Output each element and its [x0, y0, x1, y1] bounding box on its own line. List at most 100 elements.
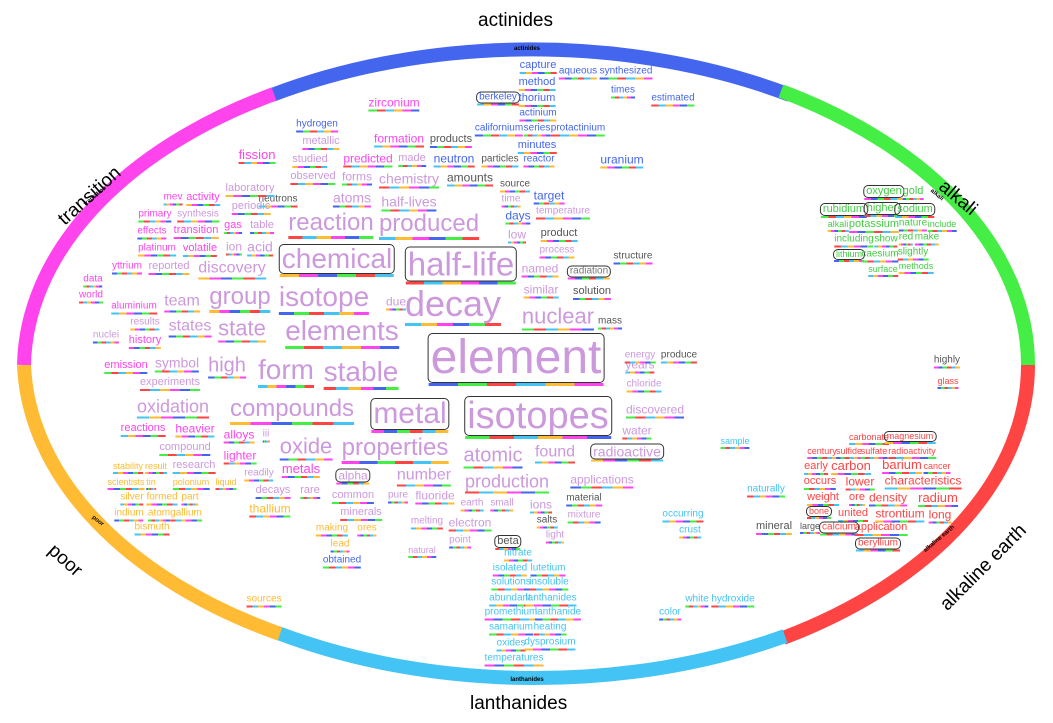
word-carbonate[interactable]: carbonate [848, 433, 890, 445]
word-group[interactable]: group [209, 285, 271, 313]
word-aqueous[interactable]: aqueous [558, 66, 598, 80]
word-state[interactable]: state [218, 317, 266, 343]
word-material[interactable]: material [566, 493, 602, 507]
word-united[interactable]: united [838, 508, 868, 522]
word-actinium[interactable]: actinium [519, 108, 557, 122]
word-reported[interactable]: reported [148, 261, 190, 275]
word-time[interactable]: time [501, 194, 521, 208]
word-form[interactable]: form [258, 356, 314, 388]
word-white[interactable]: white [685, 594, 709, 608]
word-insoluble[interactable]: insoluble [529, 577, 569, 591]
word-long[interactable]: long [928, 509, 952, 524]
word-times[interactable]: times [611, 85, 635, 99]
word-isotopes[interactable]: isotopes [464, 396, 612, 439]
word-radiation[interactable]: radiation [566, 265, 612, 280]
word-chloride[interactable]: chloride [626, 379, 662, 393]
word-lithium[interactable]: lithium [832, 249, 866, 262]
ring-segment-lanthanides[interactable] [275, 626, 788, 686]
word-number[interactable]: number [396, 467, 452, 487]
word-zirconium[interactable]: zirconium [368, 97, 420, 112]
word-results[interactable]: results [130, 317, 160, 331]
word-higher[interactable]: higher [863, 202, 901, 217]
word-primary[interactable]: primary [138, 209, 172, 223]
word-metals[interactable]: metals [281, 462, 321, 478]
word-product[interactable]: product [540, 228, 578, 242]
word-world[interactable]: world [79, 290, 103, 304]
word-alloys[interactable]: alloys [223, 429, 255, 444]
word-nuclear[interactable]: nuclear [521, 305, 595, 331]
word-radioactive[interactable]: radioactive [590, 443, 664, 462]
word-century[interactable]: century [807, 447, 837, 459]
word-nuclei[interactable]: nuclei [92, 330, 120, 344]
word-bone[interactable]: bone [805, 506, 833, 519]
word-decays[interactable]: decays [255, 485, 291, 499]
word-oxide[interactable]: oxide [279, 435, 333, 461]
word-elements[interactable]: elements [285, 317, 399, 349]
word-emission[interactable]: emission [104, 360, 148, 374]
word-formed[interactable]: formed [146, 492, 178, 506]
word-applications[interactable]: applications [570, 474, 634, 489]
word-structure[interactable]: structure [613, 251, 653, 265]
word-melting[interactable]: melting [410, 516, 444, 530]
word-heating[interactable]: heating [533, 622, 567, 636]
word-half-lives[interactable]: half-lives [381, 195, 437, 212]
word-make[interactable]: make [914, 232, 940, 246]
ring-segment-alkali[interactable] [778, 84, 1035, 366]
word-bismuth[interactable]: bismuth [134, 522, 170, 536]
word-predicted[interactable]: predicted [343, 153, 393, 168]
word-sources[interactable]: sources [246, 594, 282, 608]
word-potassium[interactable]: potassium [848, 219, 900, 233]
word-chemistry[interactable]: chemistry [379, 172, 439, 189]
word-due[interactable]: due [385, 296, 407, 311]
word-compounds[interactable]: compounds [229, 397, 355, 425]
word-activity[interactable]: activity [186, 192, 220, 206]
word-atomic[interactable]: atomic [463, 446, 523, 469]
word-volatile[interactable]: volatile [182, 243, 218, 257]
word-metal[interactable]: metal [370, 398, 450, 433]
word-periodic[interactable]: periodic [231, 201, 271, 215]
word-tin[interactable]: tin [146, 478, 156, 490]
word-mineral[interactable]: mineral [755, 521, 793, 535]
word-produced[interactable]: produced [378, 212, 480, 240]
word-natural[interactable]: natural [408, 546, 436, 558]
word-sodium[interactable]: sodium [894, 203, 936, 218]
word-beta[interactable]: beta [494, 535, 522, 550]
word-isolated[interactable]: isolated [492, 563, 528, 577]
word-formation[interactable]: formation [373, 133, 425, 148]
ring-segment-poor[interactable] [17, 364, 283, 641]
word-synthesis[interactable]: synthesis [177, 209, 219, 223]
word-obtained[interactable]: obtained [322, 555, 362, 569]
word-sulfide[interactable]: sulfide [835, 447, 863, 459]
word-lutetium[interactable]: lutetium [530, 563, 566, 577]
word-rubidium[interactable]: rubidium [819, 203, 869, 218]
word-minerals[interactable]: minerals [340, 507, 382, 521]
word-large[interactable]: large [799, 522, 821, 534]
word-neutrons[interactable]: neutrons [258, 194, 298, 208]
word-calcium[interactable]: calcium [819, 521, 859, 536]
word-platinum[interactable]: platinum [138, 243, 176, 257]
word-pure[interactable]: pure [387, 490, 409, 504]
word-neutron[interactable]: neutron [433, 153, 475, 168]
ring-segment-transition[interactable] [17, 87, 277, 366]
word-source[interactable]: source [499, 179, 531, 193]
word-highly[interactable]: highly [933, 355, 961, 369]
word-discovery[interactable]: discovery [198, 260, 266, 280]
word-low[interactable]: low [507, 229, 527, 244]
word-alpha[interactable]: alpha [335, 468, 371, 485]
word-similar[interactable]: similar [523, 284, 559, 299]
word-salts[interactable]: salts [536, 515, 558, 529]
word-electron[interactable]: electron [448, 517, 492, 532]
word-gas[interactable]: gas [224, 220, 242, 234]
word-mev[interactable]: mev [163, 192, 183, 206]
word-early[interactable]: early [804, 461, 828, 475]
word-crust[interactable]: crust [679, 525, 701, 539]
word-gold[interactable]: gold [902, 186, 924, 200]
word-mass[interactable]: mass [598, 316, 622, 330]
word-protactinium[interactable]: protactinium [550, 123, 606, 137]
word-silver[interactable]: silver [120, 492, 144, 506]
word-synthesized[interactable]: synthesized [599, 66, 653, 80]
word-chemical[interactable]: chemical [278, 244, 396, 277]
word-properties[interactable]: properties [341, 436, 449, 464]
word-capture[interactable]: capture [519, 60, 557, 74]
word-scientists[interactable]: scientists [107, 478, 145, 490]
